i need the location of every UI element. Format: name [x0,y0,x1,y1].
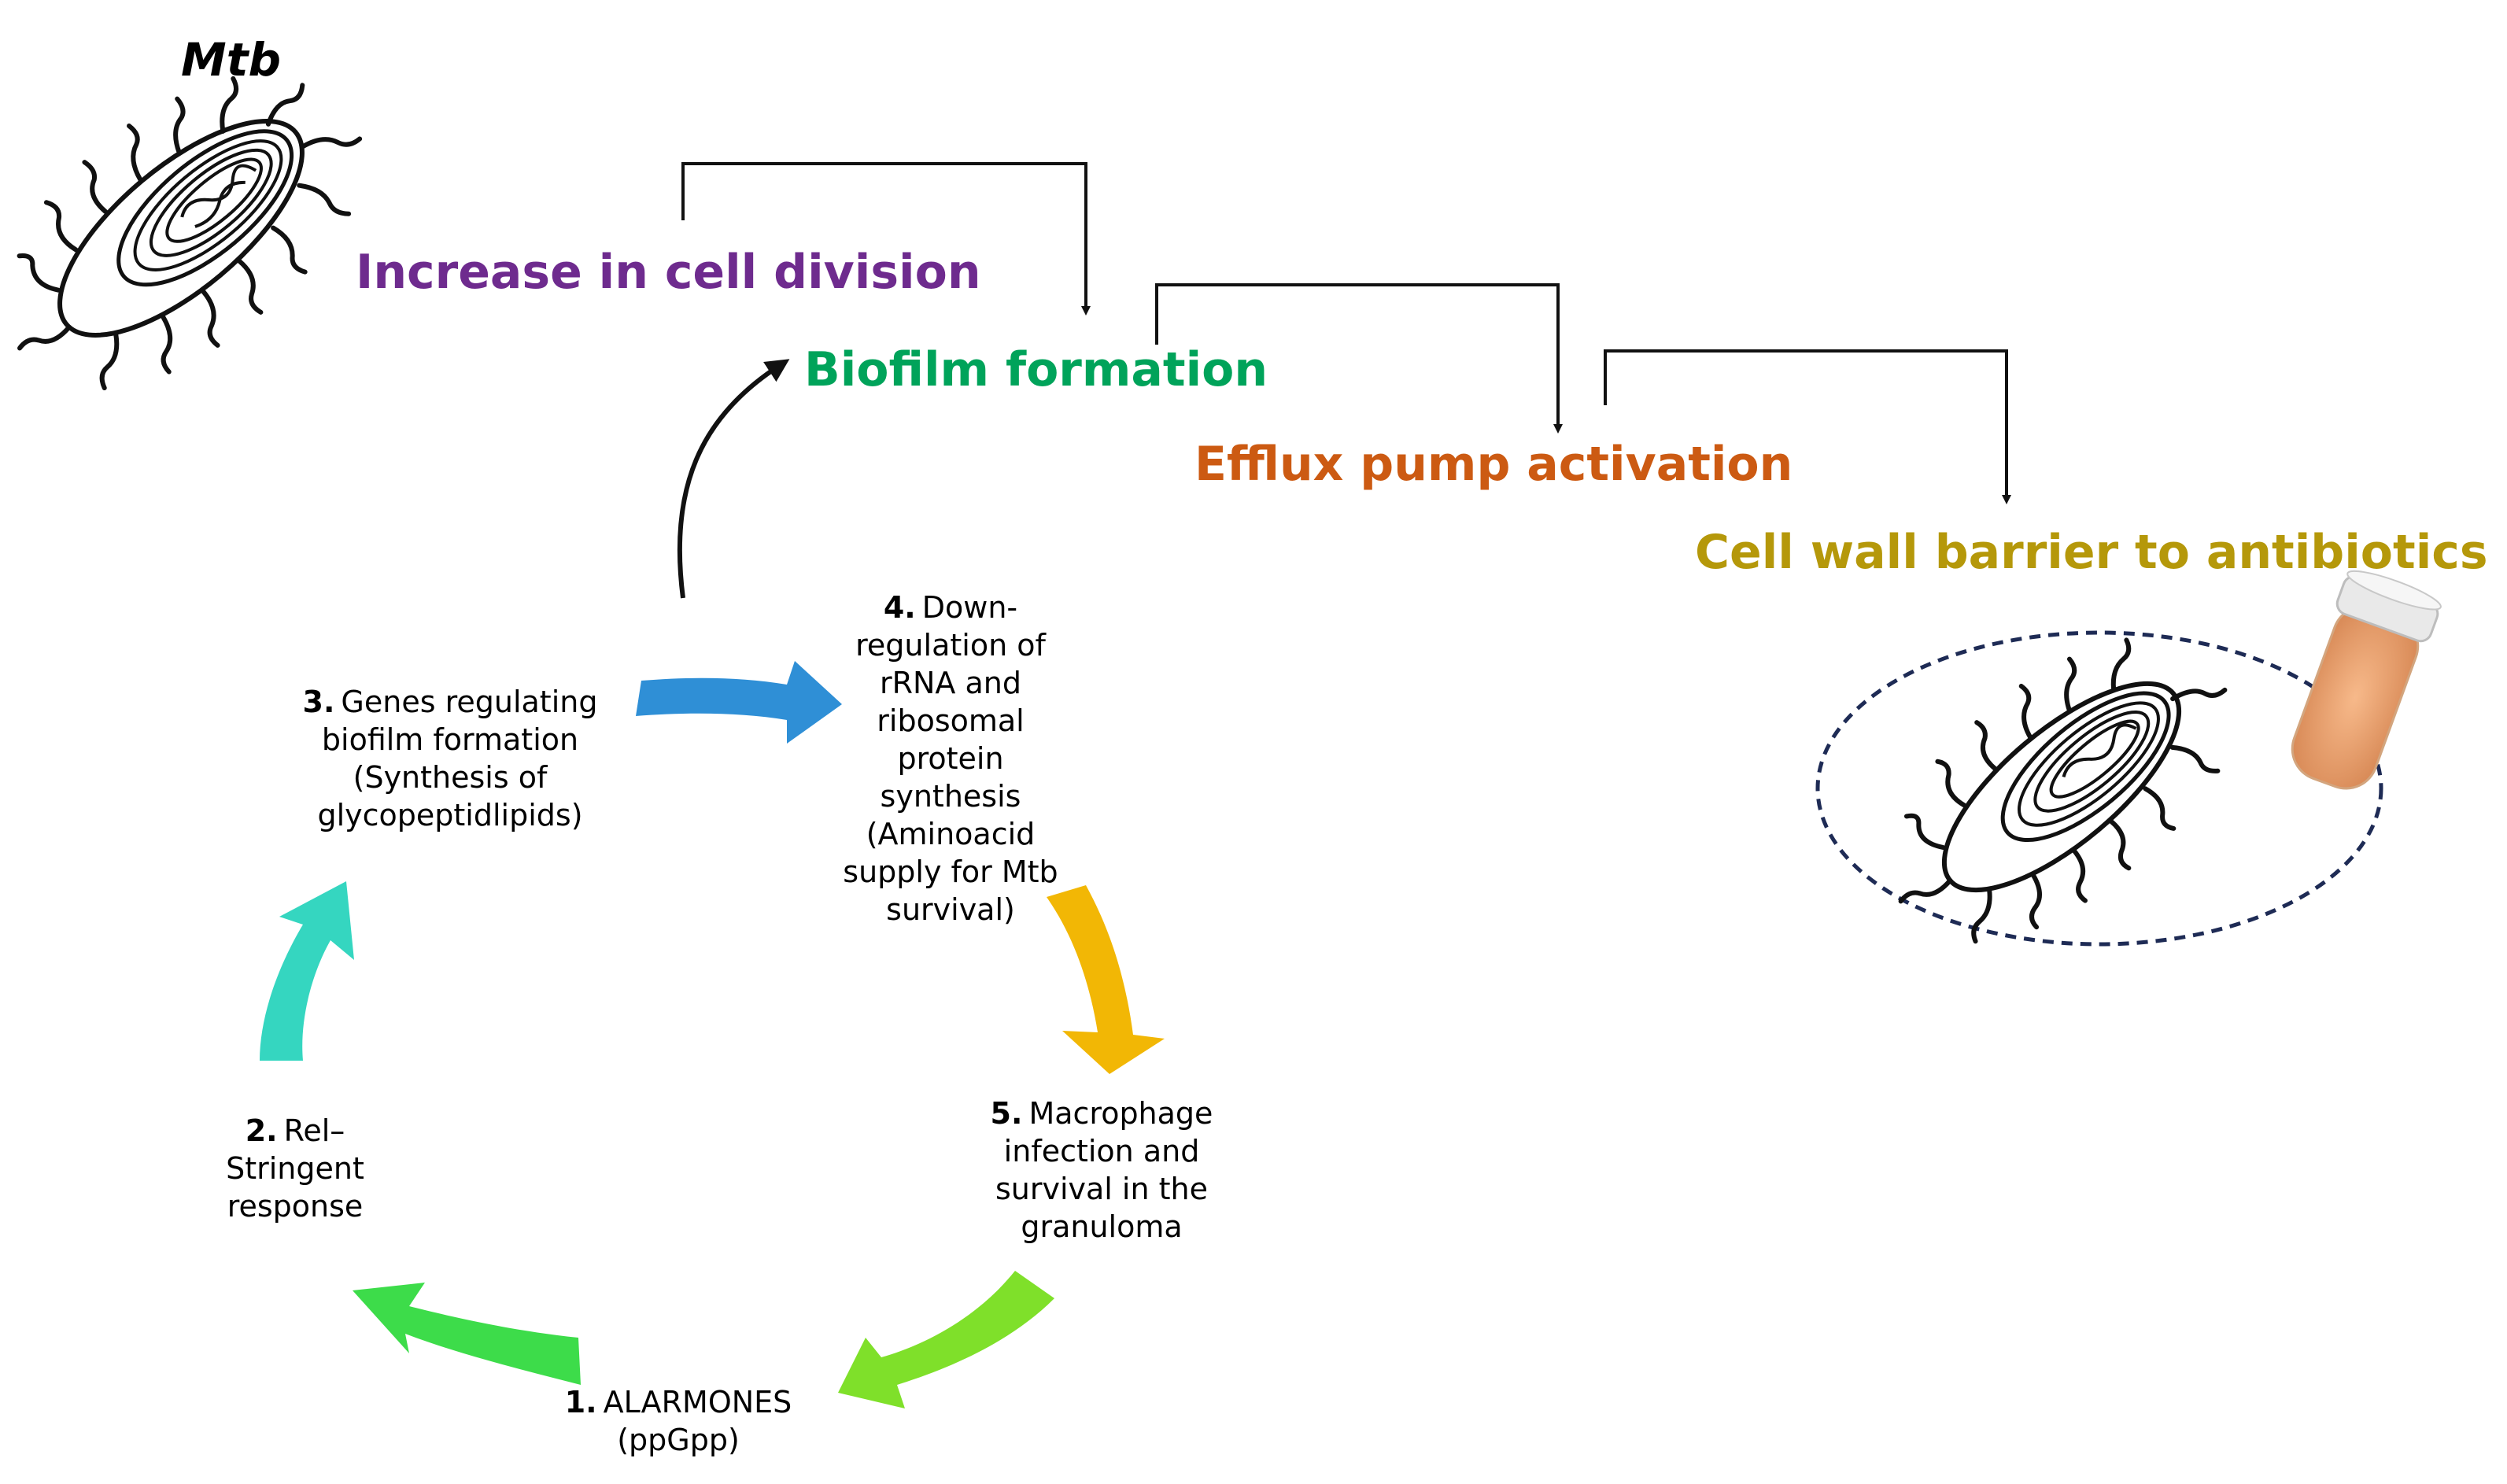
step-2-number: 2. [246,1113,278,1148]
svg-text:1.ALARMONES: 1.ALARMONES [565,1385,792,1419]
svg-text:3.Genes regulating: 3.Genes regulating [303,685,598,719]
step-3-line-1: Genes regulating [341,685,597,719]
svg-text:4.Down-: 4.Down- [884,590,1017,625]
step-4-line-6: synthesis [881,779,1021,814]
step-4-line-2: regulation of [855,628,1047,663]
arrow-rel-to-genes [260,881,354,1061]
step-5-line-4: granuloma [1021,1209,1182,1244]
bracket-connectors [681,162,2011,504]
step-1-alarmones: 1.ALARMONES (ppGpp) [565,1385,792,1457]
arrow-alarmones-to-rel [353,1283,581,1385]
step-2-line-2: Stringent [226,1151,364,1186]
connector-division-to-biofilm [681,162,1091,316]
step-5-line-1: Macrophage [1028,1096,1213,1131]
step-1-number: 1. [565,1385,597,1419]
step-4-number: 4. [884,590,916,625]
step-2-rel-stringent: 2.Rel– Stringent response [226,1113,364,1224]
step-3-number: 3. [303,685,335,719]
step-1-line-2: (ppGpp) [617,1423,740,1457]
step-4-line-7: (Aminoacid [866,817,1036,851]
step-3-line-2: biofilm formation [322,722,578,757]
outcome-increase-cell-division: Increase in cell division [356,245,981,300]
step-4-line-5: protein [897,741,1003,776]
outcome-cell-wall-barrier: Cell wall barrier to antibiotics [1695,525,2488,580]
step-5-macrophage: 5.Macrophage infection and survival in t… [991,1096,1213,1244]
arrow-downregulation-to-macrophage [1047,885,1165,1074]
step-4-line-9: survival) [886,892,1015,927]
cycle-to-biofilm-arrow [677,359,790,599]
step-3-genes-regulating: 3.Genes regulating biofilm formation (Sy… [303,685,598,832]
cell-wall-barrier-circle [1815,630,2383,947]
step-4-line-8: supply for Mtb [843,855,1058,889]
outcome-efflux-pump-activation: Efflux pump activation [1194,437,1793,492]
step-4-line-3: rRNA and [880,666,1021,700]
step-3-line-4: glycopeptidlipids) [317,798,582,832]
protected-bacterium-icon [1898,637,2228,944]
step-2-line-1: Rel– [284,1113,345,1148]
step-4-line-1: Down- [922,590,1017,625]
step-5-line-3: survival in the [995,1172,1208,1206]
connector-efflux-to-cellwall [1604,349,2011,504]
arrow-genes-to-downregulation [636,661,842,744]
step-5-number: 5. [991,1096,1023,1131]
connector-biofilm-to-efflux [1155,283,1563,434]
antibiotic-vial-icon [2291,570,2442,790]
step-2-line-3: response [227,1189,364,1224]
step-4-line-4: ribosomal [877,703,1024,738]
svg-text:5.Macrophage: 5.Macrophage [991,1096,1213,1131]
mtb-bacterium-icon [17,76,363,391]
step-3-line-3: (Synthesis of [353,760,548,795]
svg-text:2.Rel–: 2.Rel– [246,1113,345,1148]
step-1-line-1: ALARMONES [604,1385,792,1419]
outcome-biofilm-formation: Biofilm formation [804,342,1268,397]
step-5-line-2: infection and [1004,1134,1200,1168]
step-4-downregulation: 4.Down- regulation of rRNA and ribosomal… [843,590,1058,927]
mtb-label: Mtb [181,33,281,87]
arrow-macrophage-to-alarmones [838,1271,1054,1408]
